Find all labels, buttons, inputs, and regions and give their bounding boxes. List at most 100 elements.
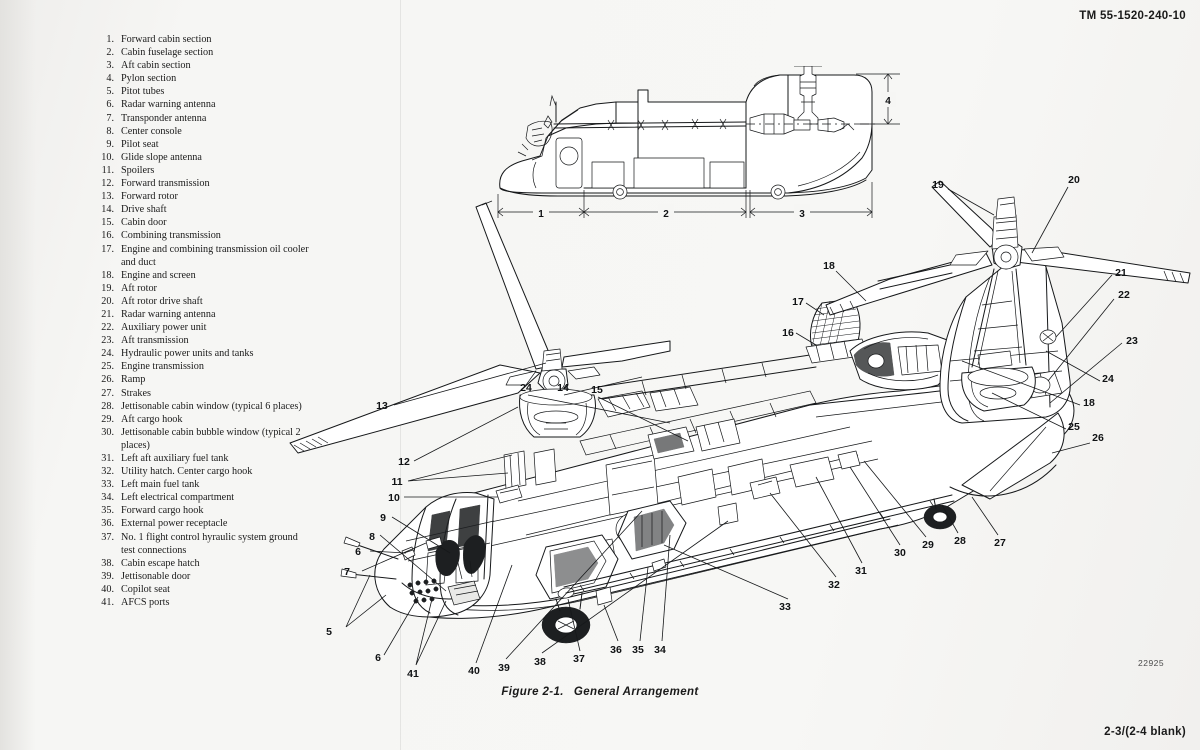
legend-item: 38.Cabin escape hatch: [92, 557, 362, 570]
legend-item-number: 27.: [101, 387, 114, 399]
legend-item-text: Utility hatch. Center cargo hook: [121, 465, 362, 478]
cutaway-diagram: 5 6 6 7 8 9 10 11 12 13 14 15 16 17 18 1…: [289, 174, 1191, 680]
figure-caption: Figure 2-1.General Arrangement: [0, 686, 1200, 698]
legend-item-text: Forward transmission: [121, 177, 362, 190]
legend-item: 27. Strakes: [92, 387, 362, 400]
legend-item-number: 11.: [101, 164, 114, 176]
legend-item-text: Left electrical compartment: [121, 491, 362, 504]
legend-item-line1: Strakes: [121, 387, 151, 399]
legend-item: 29.Aft cargo hook: [92, 413, 362, 426]
legend-item-text: Ramp: [121, 373, 362, 386]
legend-item-line1: Glide slope antenna: [121, 151, 202, 163]
aft-rotor-assembly: [825, 180, 1191, 368]
legend-item-text: Aft transmission: [121, 334, 362, 347]
legend-item: 41.AFCS ports: [92, 596, 362, 609]
legend-item-text: Glide slope antenna: [121, 151, 362, 164]
legend-item: 17.Engine and combining transmission oil…: [92, 243, 362, 269]
legend-item-line1: Pylon section: [121, 73, 177, 85]
legend-item-text: Forward cabin section: [121, 33, 362, 46]
callout-28: 28: [954, 535, 966, 547]
legend-item-line1: Ramp: [121, 374, 146, 386]
legend-item-line1: Pitot tubes: [121, 86, 165, 98]
legend-item: 11. Spoilers: [92, 164, 362, 177]
callout-37: 37: [573, 653, 585, 665]
landing-gear-aft: [770, 184, 786, 200]
legend-item-number: 16.: [101, 230, 114, 242]
legend-item: 9.Pilot seat: [92, 138, 362, 151]
legend-item-number: 31.: [101, 453, 114, 464]
legend-item-text: Aft rotor: [121, 282, 362, 295]
drive-shaft-tunnel: [579, 354, 817, 456]
legend-item-line1: Jettisonable cabin window (typical 6 pla…: [121, 400, 302, 412]
legend-item-line1: Aft rotor: [121, 282, 157, 294]
legend-item-line1: Aft transmission: [121, 335, 189, 347]
legend-item-text: No. 1 flight control hyraulic system gro…: [121, 531, 362, 557]
legend-item-text: Cabin door: [121, 216, 362, 229]
legend-item-number: 20.: [101, 295, 114, 307]
legend-item-line1: Pilot seat: [121, 138, 159, 150]
legend-item-line1: Engine and combining transmission oil co…: [121, 243, 309, 255]
callout-34: 34: [654, 644, 666, 656]
legend-item-line1: Spoilers: [121, 164, 155, 176]
legend-item-line1: No. 1 flight control hyraulic system gro…: [121, 531, 298, 543]
legend-item-text: Pitot tubes: [121, 85, 362, 98]
callout-25: 25: [1068, 421, 1080, 433]
drawing-number: 22925: [1138, 658, 1165, 668]
landing-gear-forward: [612, 184, 628, 200]
page-number-footer: 2-3/(2-4 blank): [1104, 726, 1186, 738]
legend-item: 25.Engine transmission: [92, 360, 362, 373]
callout-7: 7: [344, 566, 350, 578]
legend-item-line1: External power receptacle: [121, 518, 228, 530]
callout-20: 20: [1068, 174, 1080, 186]
legend-item: 31.Left aft auxiliary fuel tank: [92, 452, 362, 465]
legend-item-number: 26.: [101, 374, 114, 386]
legend-item-line1: Transponder antenna: [121, 112, 207, 124]
legend-item-number: 4.: [106, 73, 114, 85]
figure-title: General Arrangement: [573, 686, 699, 698]
legend-item-line2: places): [121, 439, 150, 451]
legend-item-number: 38.: [101, 557, 114, 569]
callout-35: 35: [632, 644, 644, 656]
legend-item-line1: Jettisonable door: [121, 570, 191, 582]
legend-item-line1: Center console: [121, 125, 182, 137]
callout-13: 13: [376, 400, 388, 412]
callout-15: 15: [591, 384, 603, 396]
legend-item-text: Drive shaft: [121, 203, 362, 216]
callout-30: 30: [894, 547, 906, 559]
legend-item-number: 28.: [101, 400, 114, 412]
legend-item-number: 32.: [101, 466, 114, 478]
legend-item-number: 10.: [101, 151, 114, 163]
legend-item-line1: Jettisonable cabin bubble window (typica…: [121, 426, 301, 438]
legend-item: 37.No. 1 flight control hyraulic system …: [92, 531, 362, 557]
legend-item-text: Radar warning antenna: [121, 98, 362, 111]
legend-item: 20. Aft rotor drive shaft: [92, 295, 362, 308]
callout-33: 33: [779, 601, 791, 613]
dimension-callout-4: 4: [856, 73, 900, 125]
callout-36: 36: [610, 644, 622, 656]
legend-item-line1: Radar warning antenna: [121, 99, 216, 111]
legend-item: 14.Drive shaft: [92, 203, 362, 216]
legend-item-number: 23.: [101, 335, 114, 347]
legend-item-text: Forward rotor: [121, 190, 362, 203]
legend-item-text: Jettisonable door: [121, 570, 362, 583]
legend-item-line1: Engine and screen: [121, 269, 196, 281]
callout-29: 29: [922, 539, 934, 551]
legend-item-line1: Forward cargo hook: [121, 505, 204, 517]
legend-item-line1: Forward rotor: [121, 191, 178, 203]
legend-item: 12. Forward transmission: [92, 177, 362, 190]
legend-item: 4. Pylon section: [92, 72, 362, 85]
legend-item-number: 12.: [101, 178, 114, 190]
legend-item-text: Aft rotor drive shaft: [121, 295, 362, 308]
legend-item-number: 33.: [101, 479, 114, 491]
legend-item-number: 36.: [101, 518, 114, 530]
legend-item-text: Forward cargo hook: [121, 504, 362, 517]
legend-item-text: Aft cabin section: [121, 59, 362, 72]
pitot-tubes: [340, 536, 399, 580]
legend-item: 18.Engine and screen: [92, 269, 362, 282]
callout-22: 22: [1118, 289, 1130, 301]
legend-item-line1: Left electrical compartment: [121, 492, 235, 504]
legend-item-number: 6.: [106, 99, 114, 111]
legend-item: 13.Forward rotor: [92, 190, 362, 203]
legend-item: 23. Aft transmission: [92, 334, 362, 347]
